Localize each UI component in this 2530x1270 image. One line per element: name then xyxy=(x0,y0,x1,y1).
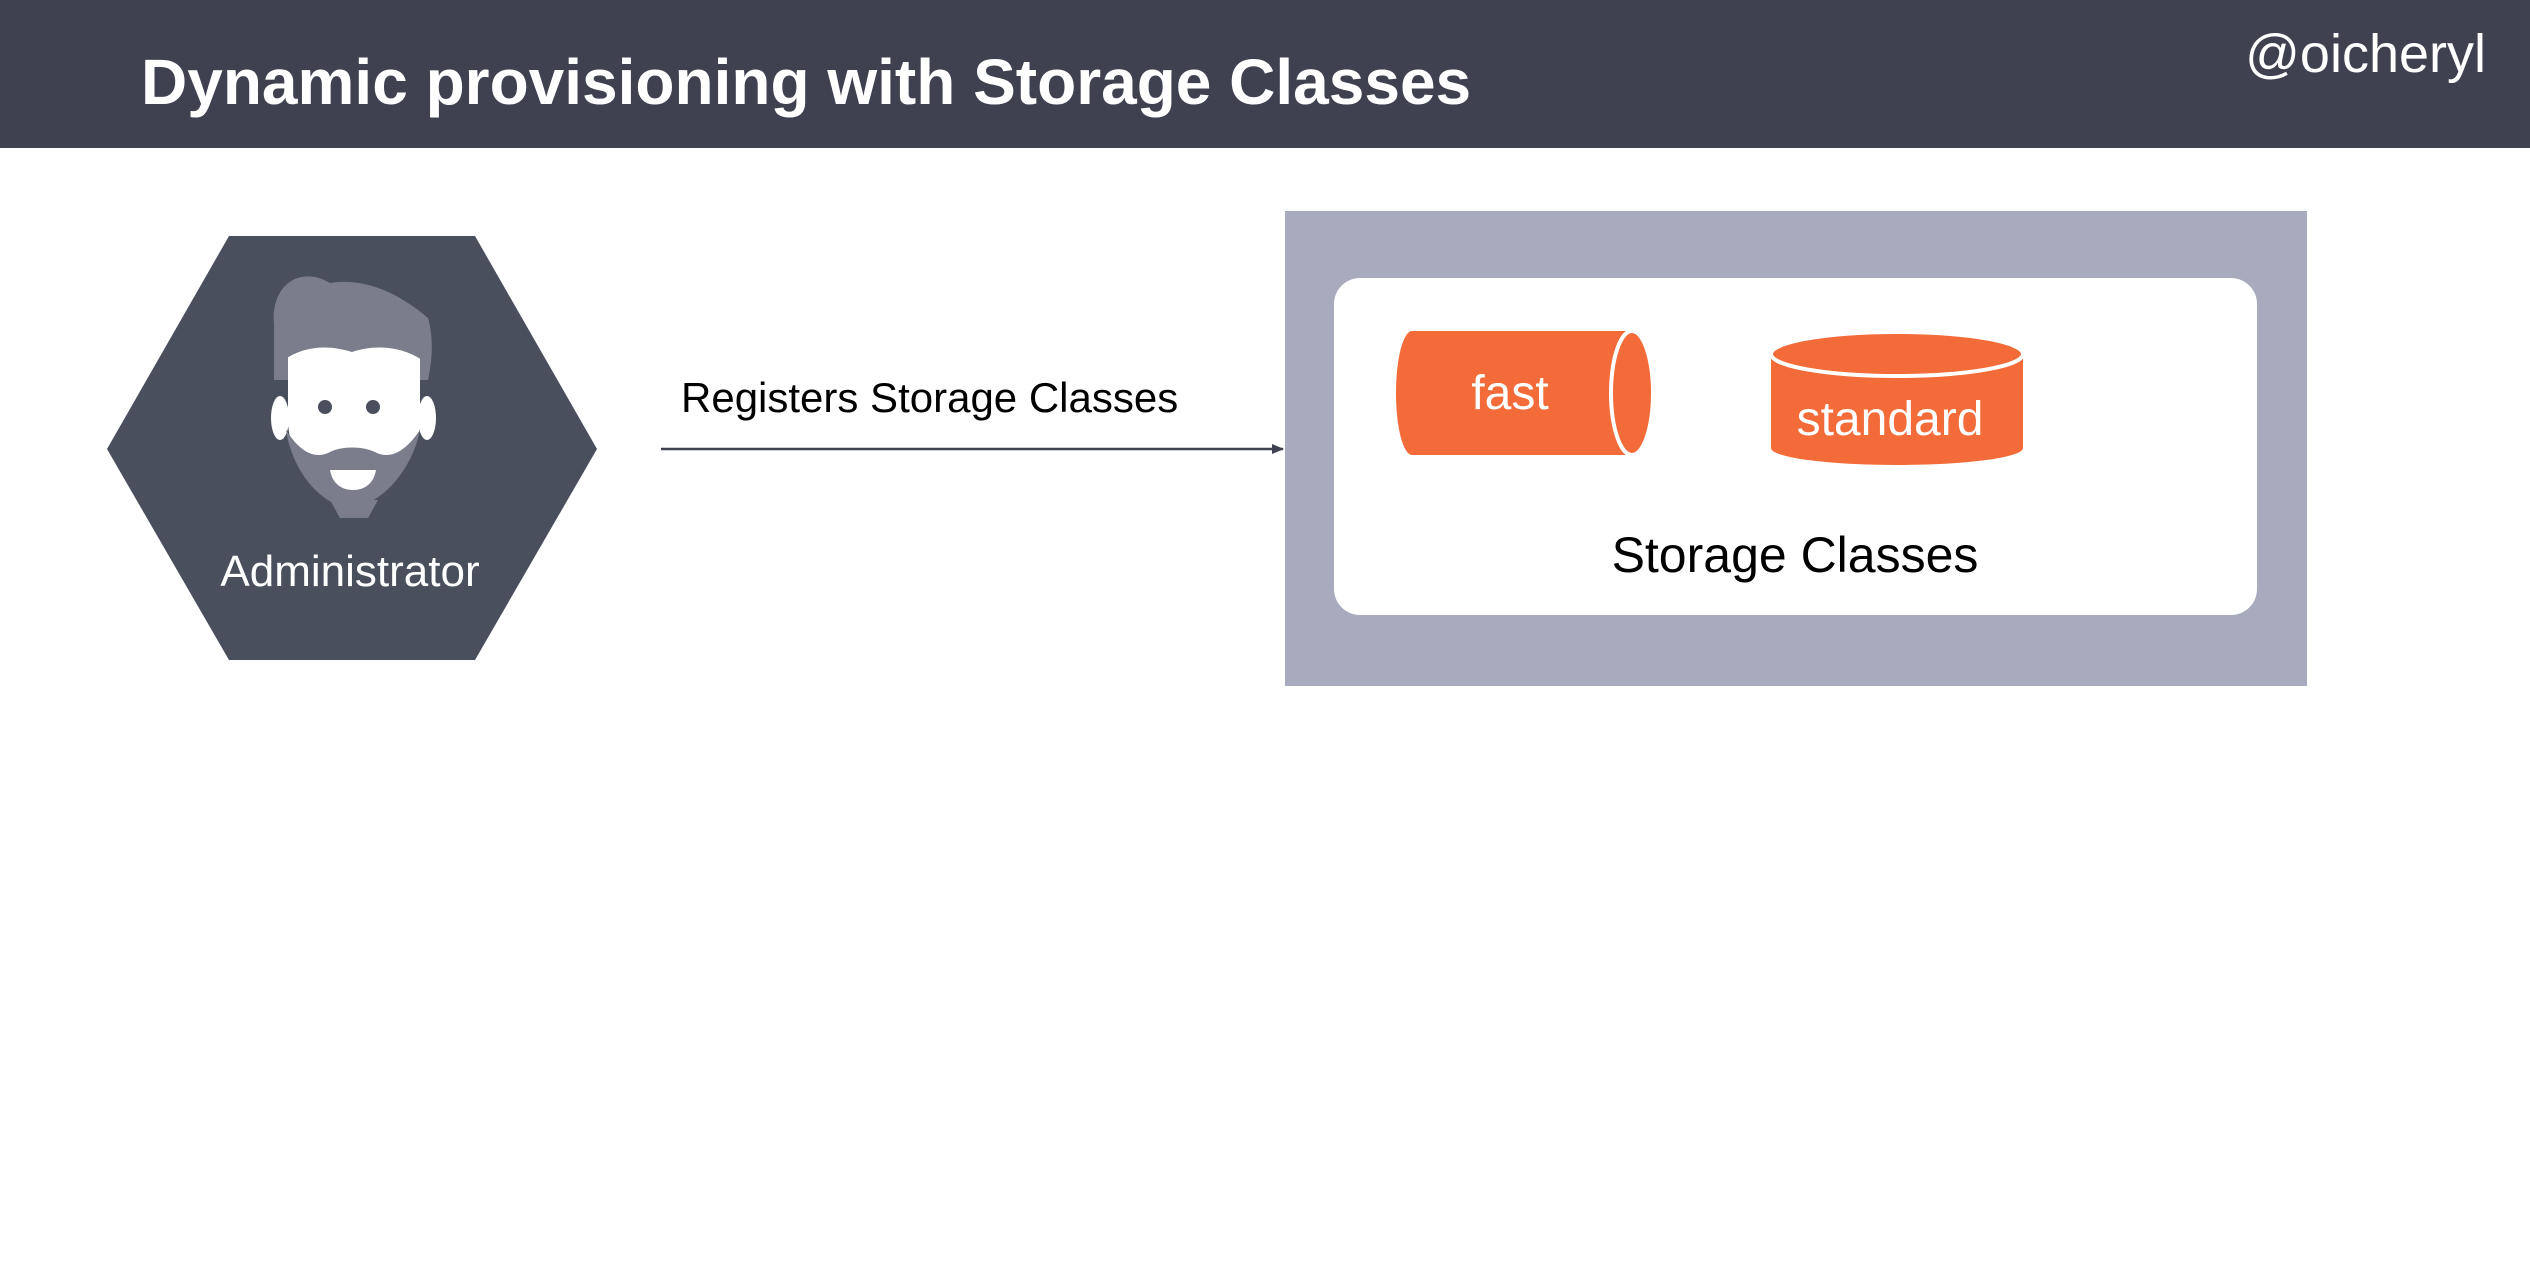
arrow-label: Registers Storage Classes xyxy=(681,374,1179,421)
storage-classes-caption: Storage Classes xyxy=(1611,527,1979,583)
disk-cylinder-icon xyxy=(1769,330,2025,465)
storage-class-fast-label: fast xyxy=(1471,367,1549,420)
header-bar: Dynamic provisioning with Storage Classe… xyxy=(0,0,2530,148)
administrator-avatar-icon xyxy=(271,276,436,518)
storage-class-standard-label: standard xyxy=(1796,393,1984,446)
author-handle: @oicheryl xyxy=(2245,24,2486,84)
page-title: Dynamic provisioning with Storage Classe… xyxy=(141,46,1472,118)
administrator-label: Administrator xyxy=(220,547,480,596)
horizontal-cylinder-icon xyxy=(1396,329,1655,457)
